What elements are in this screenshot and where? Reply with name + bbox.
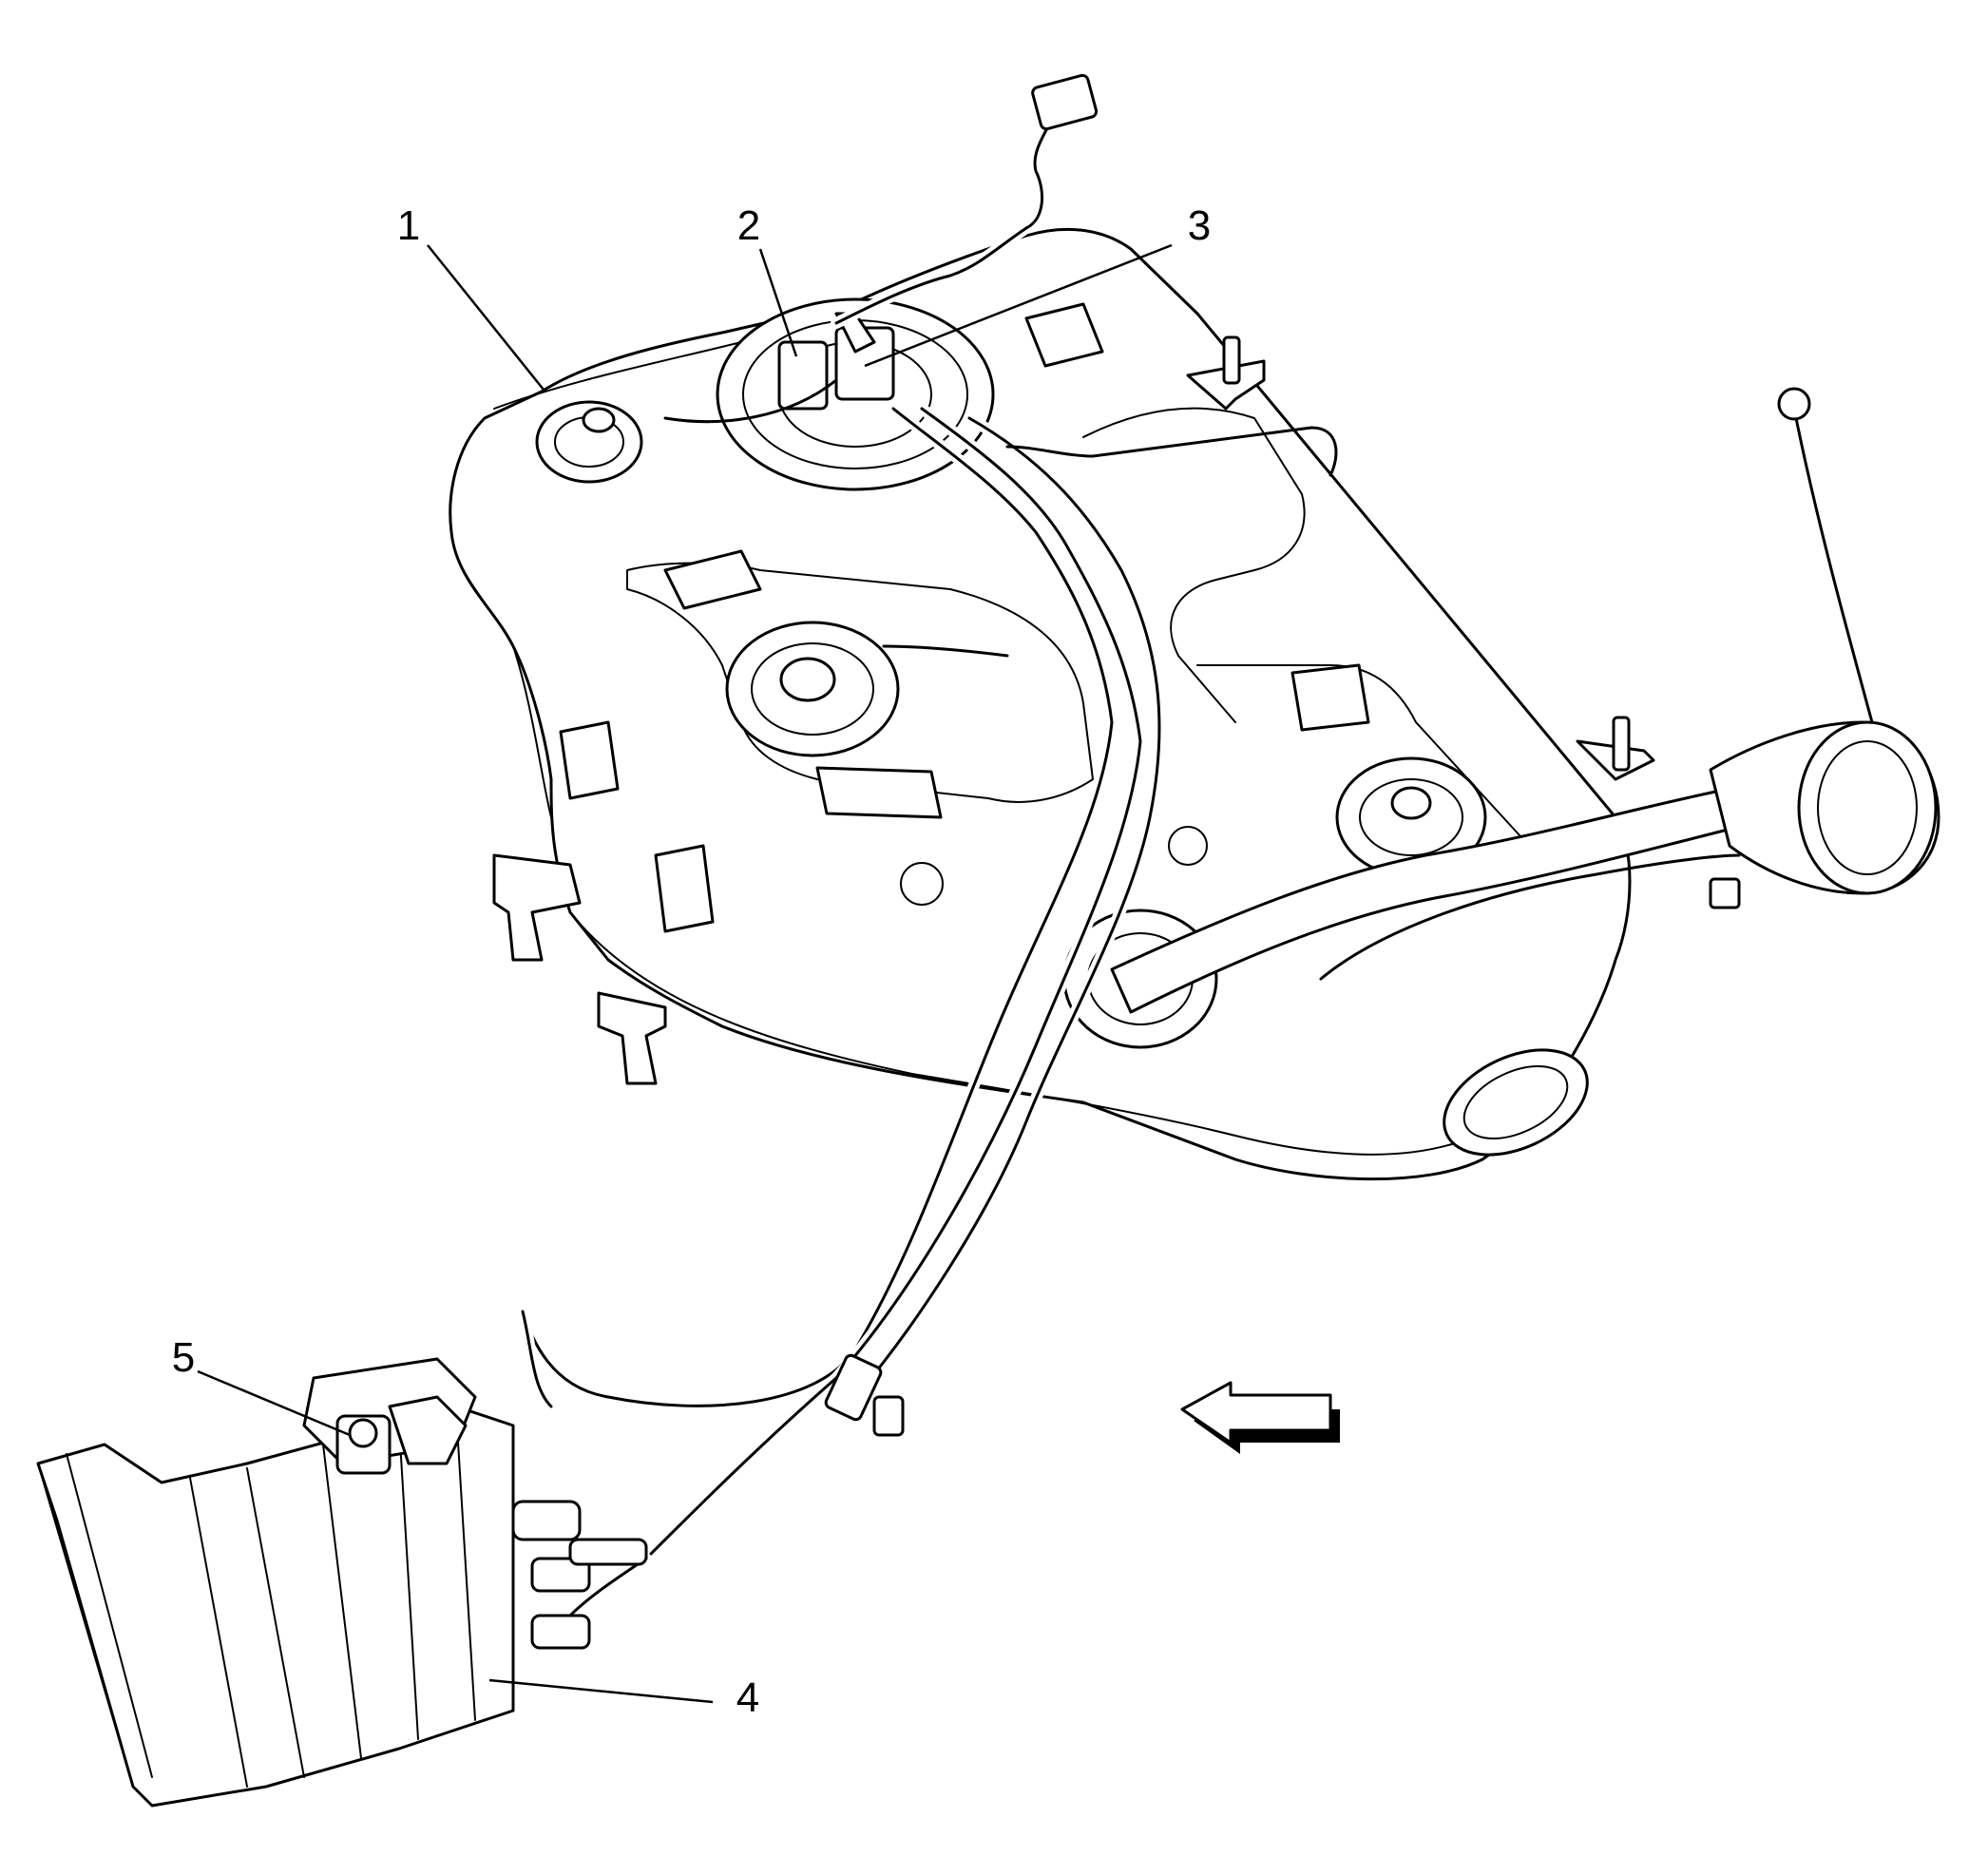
callout-leaders — [197, 243, 1173, 1704]
callout-4: 4 — [736, 1674, 759, 1721]
fuel-lines — [517, 403, 1338, 1621]
fuel-pump-module — [716, 297, 995, 491]
leader-3 — [864, 243, 1173, 368]
left-arrow-icon — [1180, 1381, 1340, 1454]
callout-5: 5 — [172, 1334, 195, 1381]
callout-2: 2 — [737, 202, 760, 249]
fuel-sender-center — [725, 621, 900, 757]
callout-labels: 1 2 3 4 5 — [172, 202, 1211, 1721]
leader-5 — [197, 1369, 351, 1437]
fuel-tank — [449, 227, 1655, 1181]
leader-1 — [427, 244, 545, 391]
callout-3: 3 — [1188, 202, 1211, 249]
evap-canister — [36, 1306, 648, 1808]
leader-4 — [488, 1678, 714, 1704]
leader-2 — [758, 248, 798, 357]
fuel-sender-left — [535, 400, 643, 484]
fuel-fill-neck — [1110, 387, 1940, 1014]
callout-1: 1 — [397, 202, 420, 249]
evap-vent-valve — [335, 1395, 468, 1475]
wiring-harness — [663, 73, 1099, 424]
